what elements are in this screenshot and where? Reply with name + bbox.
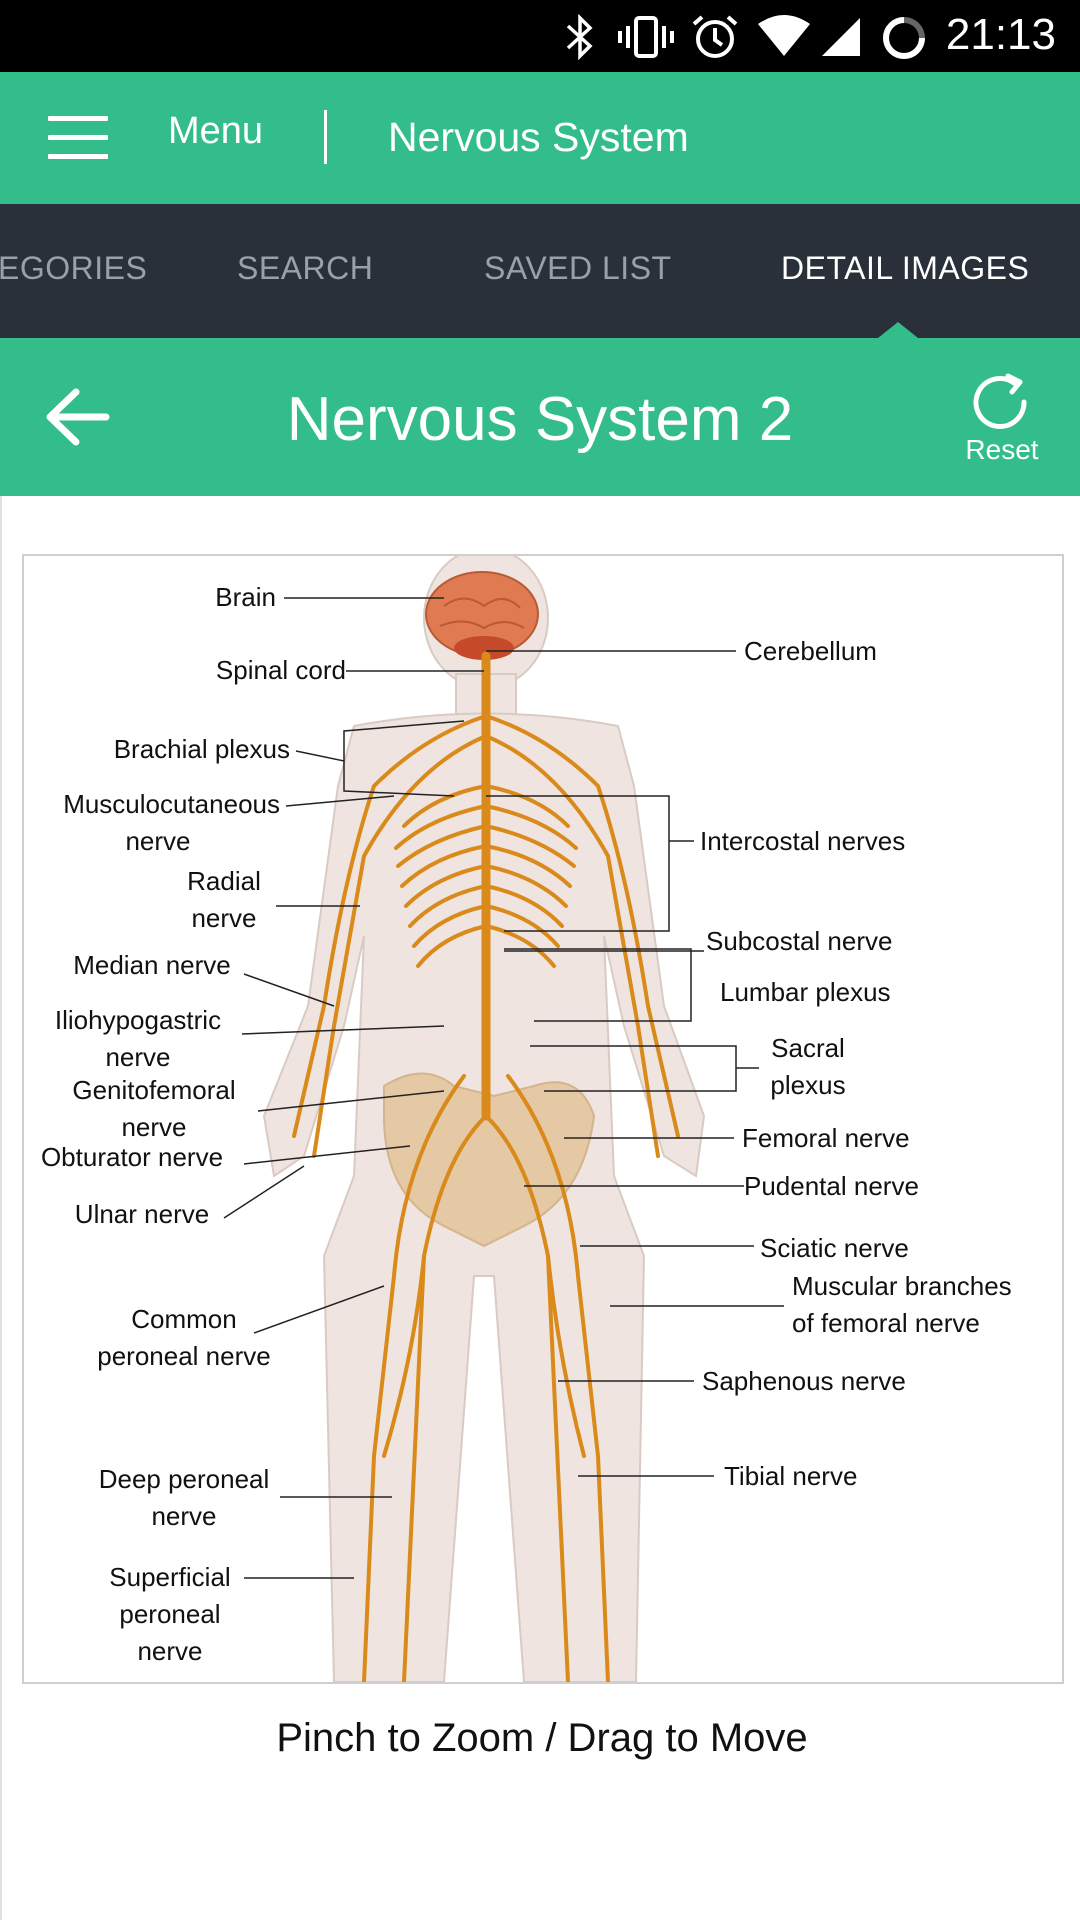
label-median: Median nerve — [73, 950, 231, 980]
label-musculocutaneous-2: nerve — [125, 826, 190, 856]
label-intercostal: Intercostal nerves — [700, 826, 905, 856]
label-common-peroneal-2: peroneal nerve — [97, 1341, 270, 1371]
cerebellum — [454, 636, 514, 660]
clock: 21:13 — [945, 10, 1056, 59]
tab-categories[interactable]: EGORIES — [0, 250, 148, 286]
label-subcostal: Subcostal nerve — [706, 926, 892, 956]
label-radial-1: Radial — [187, 866, 261, 896]
label-saphenous: Saphenous nerve — [702, 1366, 906, 1396]
label-brain: Brain — [215, 582, 276, 612]
nervous-system-diagram: Brain Spinal cord Brachial plexus Muscul… — [41, 556, 1012, 1682]
tab-search[interactable]: SEARCH — [237, 250, 374, 286]
label-musculocutaneous-1: Musculocutaneous — [63, 789, 280, 819]
label-spinal-cord: Spinal cord — [216, 655, 346, 685]
label-deep-peroneal-2: nerve — [151, 1501, 216, 1531]
page-title: Nervous System 2 — [286, 385, 794, 454]
label-brachial-plexus: Brachial plexus — [114, 734, 290, 764]
label-genitofemoral-2: nerve — [121, 1112, 186, 1142]
label-superficial-3: nerve — [137, 1636, 202, 1666]
leader-lines — [223, 597, 784, 1579]
label-sacral-1: Sacral — [771, 1033, 845, 1063]
reset-button[interactable]: Reset — [952, 372, 1052, 472]
tab-saved-list[interactable]: SAVED LIST — [484, 250, 672, 286]
reset-label: Reset — [965, 434, 1039, 465]
battery-icon — [883, 17, 925, 59]
app-bar: Menu Nervous System — [0, 72, 1080, 204]
active-tab-indicator — [878, 322, 918, 338]
back-arrow-icon[interactable] — [42, 382, 112, 452]
label-muscular-1: Muscular branches — [792, 1271, 1012, 1301]
content-area: Brain Spinal cord Brachial plexus Muscul… — [0, 496, 1080, 1920]
label-cerebellum: Cerebellum — [744, 636, 877, 666]
status-bar: 21:13 — [0, 0, 1080, 72]
zoomable-image[interactable]: Brain Spinal cord Brachial plexus Muscul… — [22, 554, 1064, 1684]
label-radial-2: nerve — [191, 903, 256, 933]
label-genitofemoral-1: Genitofemoral — [72, 1075, 235, 1105]
detail-header: Nervous System 2 Reset — [0, 338, 1080, 496]
label-femoral: Femoral nerve — [742, 1123, 910, 1153]
label-lumbar: Lumbar plexus — [720, 977, 891, 1007]
label-obturator: Obturator nerve — [41, 1142, 223, 1172]
label-superficial-2: peroneal — [119, 1599, 220, 1629]
zoom-hint: Pinch to Zoom / Drag to Move — [276, 1716, 808, 1760]
label-iliohypogastric-1: Iliohypogastric — [55, 1005, 221, 1035]
wifi-icon — [758, 15, 810, 56]
label-pudental: Pudental nerve — [744, 1171, 919, 1201]
tab-detail-images[interactable]: DETAIL IMAGES — [781, 250, 1030, 286]
alarm-icon — [692, 15, 738, 58]
menu-button[interactable]: Menu — [168, 110, 264, 152]
label-sciatic: Sciatic nerve — [760, 1233, 909, 1263]
label-tibial: Tibial nerve — [724, 1461, 857, 1491]
label-sacral-2: plexus — [770, 1070, 845, 1100]
bluetooth-icon — [566, 14, 593, 60]
signal-icon — [822, 18, 860, 56]
appbar-divider — [324, 110, 327, 164]
label-iliohypogastric-2: nerve — [105, 1042, 170, 1072]
vibrate-icon — [618, 16, 674, 58]
label-muscular-2: of femoral nerve — [792, 1308, 980, 1338]
refresh-icon — [973, 373, 1027, 429]
label-deep-peroneal-1: Deep peroneal — [99, 1464, 270, 1494]
app-title: Nervous System — [388, 114, 689, 160]
label-ulnar: Ulnar nerve — [75, 1199, 209, 1229]
label-common-peroneal-1: Common — [131, 1304, 236, 1334]
tab-bar: EGORIES SEARCH SAVED LIST DETAIL IMAGES — [0, 204, 1080, 338]
label-superficial-1: Superficial — [109, 1562, 230, 1592]
hamburger-menu-icon[interactable] — [48, 116, 108, 160]
